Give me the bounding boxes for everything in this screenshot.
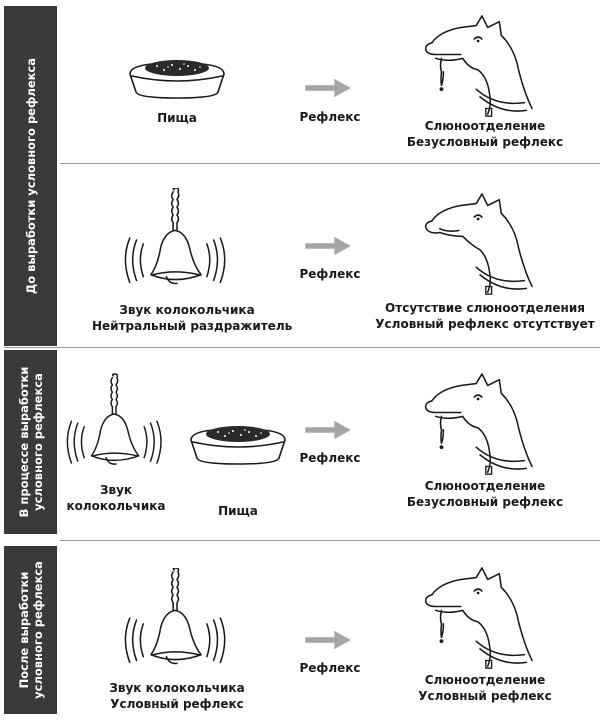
- food-bowl-icon: [122, 52, 232, 102]
- row3-stimulus-bell: Звук колокольчика: [66, 483, 166, 513]
- row3-result: Слюноотделение Безусловный рефлекс: [406, 479, 564, 509]
- row2-arrow-label: Рефлекс: [299, 267, 361, 281]
- divider-section-1-2: [4, 347, 600, 348]
- row4-result: Слюноотделение Условный рефлекс: [418, 673, 552, 703]
- bell-icon: [66, 372, 166, 476]
- row1-stimulus: Пища: [157, 111, 197, 125]
- sidebar-section-during: В процессе выработки условного рефлекса: [4, 350, 57, 534]
- row4-stimulus: Звук колокольчика Условный рефлекс: [109, 681, 245, 711]
- row3-arrow-label: Рефлекс: [299, 451, 361, 465]
- divider-section-2-3: [60, 540, 600, 541]
- dog-head-icon: [418, 566, 544, 672]
- row3-stimulus-food: Пища: [218, 504, 258, 518]
- sidebar-section-before: До выработки условного рефлекса: [4, 6, 57, 346]
- row1-result: Слюноотделение Безусловный рефлекс: [406, 119, 564, 149]
- divider-row1-row2: [60, 163, 600, 164]
- arrow-right-icon: [305, 78, 351, 98]
- food-bowl-icon: [182, 418, 294, 468]
- section-title-during: В процессе выработки условного рефлекса: [16, 366, 45, 518]
- row1-arrow-label: Рефлекс: [299, 110, 361, 124]
- bell-icon: [124, 568, 230, 674]
- row2-result: Отсутствие слюноотделения Условный рефле…: [375, 301, 595, 331]
- dog-head-icon: [418, 14, 544, 120]
- row4-arrow-label: Рефлекс: [299, 661, 361, 675]
- arrow-right-icon: [305, 420, 351, 440]
- arrow-right-icon: [305, 236, 351, 256]
- arrow-right-icon: [305, 630, 351, 650]
- dog-head-icon: [418, 192, 544, 298]
- bell-icon: [124, 188, 230, 294]
- section-title-after: После выработки условного рефлекса: [16, 561, 45, 699]
- sidebar-section-after: После выработки условного рефлекса: [4, 546, 57, 714]
- row2-stimulus: Звук колокольчика Нейтральный раздражите…: [92, 303, 293, 333]
- section-title-before: До выработки условного рефлекса: [23, 58, 38, 294]
- dog-head-icon: [418, 372, 544, 478]
